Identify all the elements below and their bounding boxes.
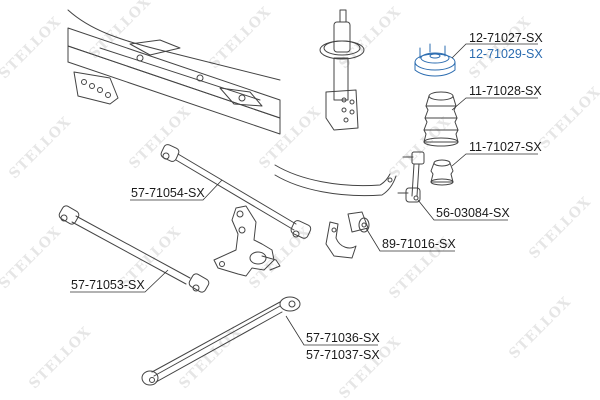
top-mount-drawing: [414, 43, 456, 77]
upper-link-arm-drawing: [160, 144, 312, 239]
bump-boot-drawing: [423, 91, 459, 147]
knuckle-drawing: [213, 205, 281, 277]
part-label-top-mount-alt[interactable]: 12-71029-SX: [469, 47, 543, 61]
part-label-upper-link[interactable]: 57-71054-SX: [131, 186, 205, 200]
part-label-bump-stop[interactable]: 11-71027-SX: [469, 140, 542, 154]
part-label-stabilizer-bushing[interactable]: 89-71016-SX: [382, 237, 456, 251]
part-label-trailing-arm-1[interactable]: 57-71036-SX: [306, 331, 380, 345]
part-label-stabilizer-link[interactable]: 56-03084-SX: [436, 206, 510, 220]
leader-lines: [70, 43, 538, 346]
part-label-bump-boot[interactable]: 11-71028-SX: [469, 84, 542, 98]
part-label-top-mount[interactable]: 12-71027-SX: [469, 31, 543, 45]
strut-drawing: [319, 9, 365, 131]
part-label-lower-link[interactable]: 57-71053-SX: [71, 278, 145, 292]
subframe-drawing: [67, 9, 281, 135]
lower-link-arm-drawing: [58, 205, 210, 293]
trailing-arm-drawing: [141, 296, 301, 386]
stabilizer-bar-drawing: [274, 164, 397, 197]
stabilizer-bushing-drawing: [325, 211, 370, 259]
stabilizer-link-drawing: [397, 151, 425, 203]
part-label-trailing-arm-2[interactable]: 57-71037-SX: [306, 348, 380, 362]
bump-stop-drawing: [430, 159, 454, 186]
